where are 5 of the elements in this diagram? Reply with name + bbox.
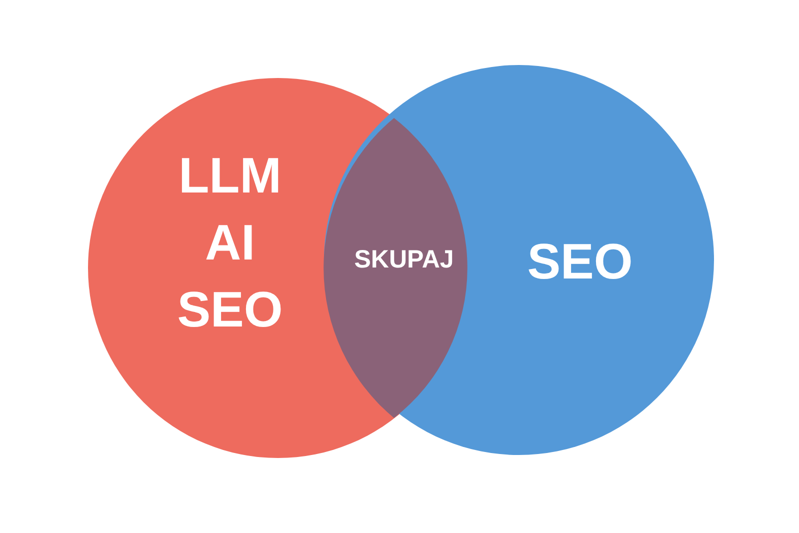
region-label: SEO [177, 282, 283, 338]
region-label: SKUPAJ [354, 246, 454, 274]
region-label: LLM [178, 148, 282, 204]
region-label: AI [205, 216, 255, 270]
region-label: SEO [527, 234, 633, 290]
